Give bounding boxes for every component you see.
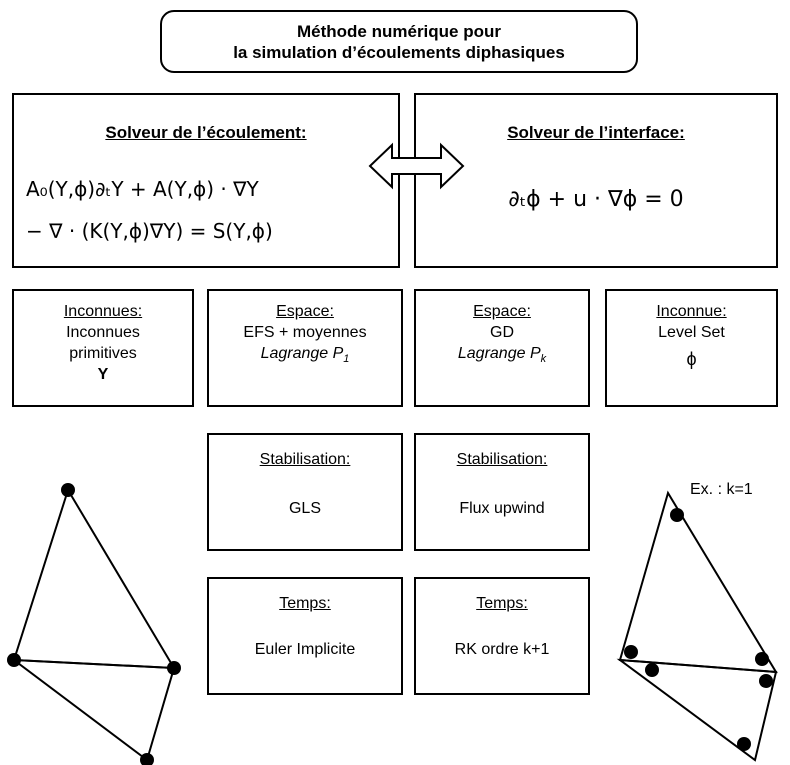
unknowns-label: Inconnues: — [63, 303, 143, 320]
title-line-2: la simulation d’écoulements diphasiques — [233, 43, 565, 62]
stab-flow-box: Stabilisation: GLS — [207, 433, 403, 551]
space-flow-line-1: EFS + moyennes — [243, 324, 367, 341]
p1-mesh — [10, 487, 176, 762]
stab-flow-label: Stabilisation: — [259, 451, 351, 468]
unknowns-symbol: Y — [97, 366, 109, 383]
time-flow-value: Euler Implicite — [254, 641, 356, 658]
dg-mesh — [616, 490, 778, 762]
unknowns-box: Inconnues: Inconnues primitives Y — [12, 289, 194, 407]
example-label: Ex. : k=1 — [690, 481, 753, 498]
levelset-label: Inconnue: — [656, 303, 727, 320]
space-interface-label: Espace: — [473, 303, 531, 320]
time-interface-value: RK ordre k+1 — [454, 641, 550, 658]
levelset-line-1: Level Set — [658, 324, 725, 341]
dg-node — [755, 652, 769, 666]
p1-node — [140, 753, 154, 765]
interface-equation: ∂ₜϕ + u · ∇ϕ = 0 — [508, 187, 684, 212]
levelset-box: Inconnue: Level Set ϕ — [605, 289, 778, 407]
unknowns-line-1: Inconnues — [66, 324, 140, 341]
stab-interface-box: Stabilisation: Flux upwind — [414, 433, 590, 551]
time-interface-box: Temps: RK ordre k+1 — [414, 577, 590, 695]
title-line-1: Méthode numérique pour — [297, 22, 501, 41]
levelset-symbol: ϕ — [686, 349, 697, 369]
flow-solver-heading: Solveur de l’écoulement: — [105, 123, 307, 142]
title-box: Méthode numérique pour la simulation d’é… — [160, 10, 638, 73]
flow-equation-line-2: − ∇ · (K(Y,ϕ)∇Y) = S(Y,ϕ) — [26, 219, 273, 243]
space-flow-line-2: Lagrange P1 — [260, 345, 350, 366]
time-flow-label: Temps: — [279, 595, 331, 612]
time-flow-box: Temps: Euler Implicite — [207, 577, 403, 695]
unknowns-line-2: primitives — [69, 345, 137, 362]
space-interface-line-1: GD — [490, 324, 514, 341]
stab-interface-label: Stabilisation: — [456, 451, 548, 468]
dg-node — [645, 663, 659, 677]
space-interface-box: Espace: GD Lagrange Pk — [414, 289, 590, 407]
space-interface-line-2: Lagrange Pk — [457, 345, 547, 366]
flow-equation-line-1: A₀(Y,ϕ)∂ₜY + A(Y,ϕ) · ∇Y — [26, 177, 259, 201]
dg-node — [759, 674, 773, 688]
space-flow-box: Espace: EFS + moyennes Lagrange P1 — [207, 289, 403, 407]
interface-solver-box: Solveur de l’interface: ∂ₜϕ + u · ∇ϕ = 0 — [414, 93, 778, 268]
dg-node — [737, 737, 751, 751]
time-interface-label: Temps: — [476, 595, 528, 612]
stab-flow-value: GLS — [288, 500, 321, 517]
p1-node — [7, 653, 21, 667]
dg-node — [624, 645, 638, 659]
space-flow-label: Espace: — [276, 303, 334, 320]
stab-interface-value: Flux upwind — [459, 500, 545, 517]
flow-solver-box: Solveur de l’écoulement: A₀(Y,ϕ)∂ₜY + A(… — [12, 93, 400, 268]
dg-node — [670, 508, 684, 522]
p1-node — [61, 483, 75, 497]
interface-solver-heading: Solveur de l’interface: — [507, 123, 685, 142]
p1-node — [167, 661, 181, 675]
